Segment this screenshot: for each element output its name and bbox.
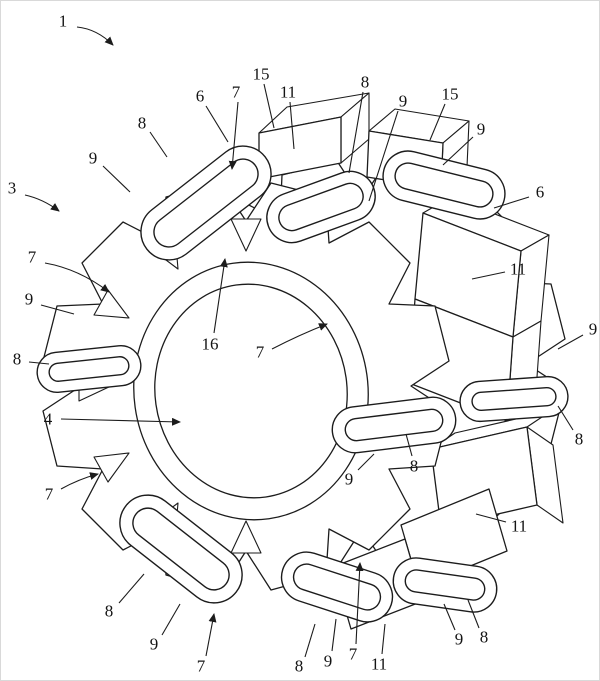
ref-label-7-28: 7 — [197, 657, 206, 676]
leader-line-9-14 — [40, 304, 75, 315]
leader-line-6-12 — [493, 196, 530, 209]
ref-label-9-23: 9 — [345, 470, 354, 489]
ref-label-7-31: 7 — [349, 645, 358, 664]
leader-line-8-26 — [118, 573, 145, 604]
hairpin-loop-bottom-left — [119, 494, 243, 604]
leader-line-9-27 — [161, 603, 181, 636]
leader-line-11-32 — [381, 623, 386, 655]
coil-blocks — [258, 92, 564, 630]
hairpin-loops — [36, 145, 569, 623]
leader-line-11-25 — [475, 513, 507, 523]
ref-label-6-4: 6 — [196, 87, 205, 106]
ref-label-8-15: 8 — [13, 350, 22, 369]
hairpin-inner — [404, 569, 486, 601]
leader-line-6-4 — [205, 105, 229, 143]
leader-line-11-7 — [289, 101, 295, 150]
ref-label-11-16: 11 — [510, 260, 526, 279]
ref-label-9-27: 9 — [150, 635, 159, 654]
leader-line-9-30 — [331, 618, 337, 652]
leader-line-8-15 — [28, 361, 50, 365]
ref-label-4-20: 4 — [44, 410, 53, 429]
leader-line-16-18 — [213, 258, 228, 334]
leader-line-7-5 — [228, 101, 239, 170]
hairpin-inner — [394, 162, 494, 208]
leader-line-9-11 — [442, 136, 474, 166]
ref-label-8-34: 8 — [480, 628, 489, 647]
leader-line-1-0 — [76, 26, 114, 46]
hairpin-inner — [153, 158, 259, 248]
ref-label-6-12: 6 — [536, 183, 545, 202]
hairpin-inner — [132, 507, 230, 591]
leader-line-7-31 — [355, 562, 364, 645]
leader-line-9-3 — [102, 165, 131, 193]
tooth-notch — [93, 289, 130, 319]
hairpin-inner — [344, 408, 444, 442]
ref-label-8-8: 8 — [361, 73, 370, 92]
ref-label-15-10: 15 — [442, 85, 459, 104]
ref-label-8-22: 8 — [410, 457, 419, 476]
leader-line-4-20 — [60, 417, 181, 426]
hairpin-loop-center — [331, 396, 457, 454]
ref-label-1-0: 1 — [59, 12, 68, 31]
leader-line-3-1 — [24, 194, 60, 212]
tooth-notch — [93, 452, 130, 483]
leader-line-7-28 — [205, 613, 217, 657]
hairpin-loop-right — [459, 375, 569, 423]
coil-block-front-face — [258, 116, 342, 180]
leader-line-7-19 — [271, 323, 328, 350]
ref-label-11-7: 11 — [280, 83, 296, 102]
hairpin-loop-bottom-right — [392, 557, 498, 613]
leader-line-11-16 — [471, 271, 506, 280]
hairpin-loop-top-center — [266, 170, 376, 244]
leader-line-9-17 — [557, 334, 584, 350]
ref-label-3-1: 3 — [8, 179, 17, 198]
ref-label-7-19: 7 — [256, 343, 265, 362]
ref-label-8-26: 8 — [105, 602, 114, 621]
ref-label-7-5: 7 — [232, 83, 241, 102]
leader-line-9-33 — [443, 603, 456, 631]
hairpin-inner — [471, 386, 557, 412]
leader-line-15-6 — [263, 83, 275, 129]
leader-line-15-10 — [429, 103, 446, 141]
stator-bore — [133, 261, 369, 521]
leader-line-9-9 — [368, 110, 399, 202]
ref-label-8-29: 8 — [295, 657, 304, 676]
leader-line-8-34 — [467, 599, 480, 629]
tooth-notch — [230, 520, 262, 554]
ref-label-11-32: 11 — [371, 655, 387, 674]
leader-line-7-24 — [60, 472, 99, 490]
tooth-notch — [230, 218, 262, 252]
hairpin-loop-left — [36, 344, 142, 394]
ref-label-9-9: 9 — [399, 92, 408, 111]
hairpin-inner — [48, 356, 130, 382]
hairpin-inner — [278, 182, 364, 232]
leader-line-9-23 — [357, 453, 375, 471]
hairpin-loop-top-right — [382, 150, 506, 220]
leader-line-8-21 — [557, 405, 574, 431]
ref-label-9-33: 9 — [455, 630, 464, 649]
ref-label-8-2: 8 — [138, 114, 147, 133]
ref-label-8-21: 8 — [575, 430, 584, 449]
ref-label-11-25: 11 — [511, 517, 527, 536]
ref-label-15-6: 15 — [253, 65, 270, 84]
leader-line-7-13 — [44, 262, 110, 293]
ref-label-16-18: 16 — [202, 335, 219, 354]
leader-line-8-29 — [304, 623, 316, 658]
ref-label-9-17: 9 — [589, 320, 598, 339]
ref-label-9-30: 9 — [324, 652, 333, 671]
ref-label-9-3: 9 — [89, 149, 98, 168]
ref-label-7-24: 7 — [45, 485, 54, 504]
leader-line-8-22 — [405, 433, 413, 457]
leader-line-8-8 — [348, 91, 364, 174]
ref-label-9-14: 9 — [25, 290, 34, 309]
leader-line-8-2 — [149, 131, 168, 158]
ref-label-9-11: 9 — [477, 120, 486, 139]
bore-inner-ring — [154, 283, 348, 499]
ref-label-7-13: 7 — [28, 248, 37, 267]
